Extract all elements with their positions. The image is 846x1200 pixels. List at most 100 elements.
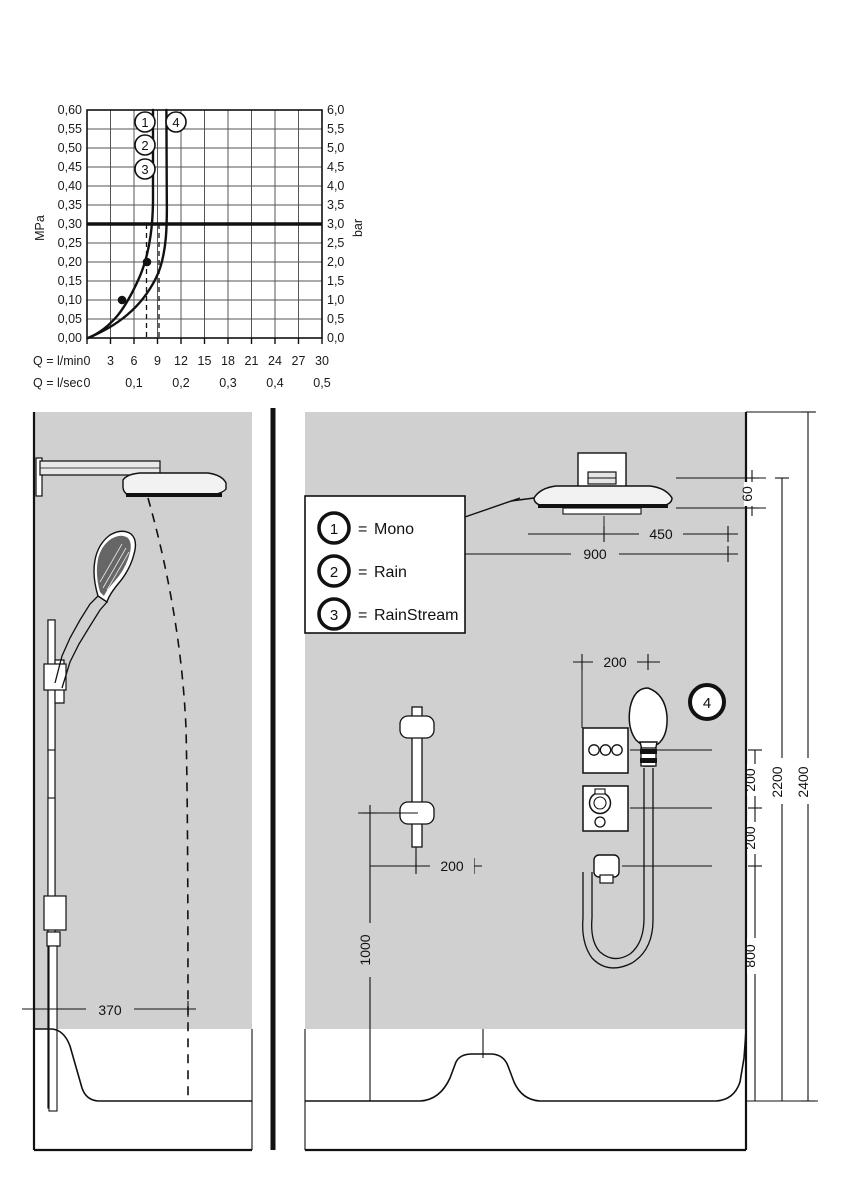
left-wall-bracket xyxy=(35,457,43,497)
right-front-elevation: 60 450 900 xyxy=(304,411,818,1152)
dim-2400: 2400 xyxy=(795,411,818,1102)
shower-head-body-front xyxy=(533,485,673,507)
hand-shower-side xyxy=(54,530,137,689)
spray-path-dashed xyxy=(147,497,189,1099)
curve-handshower xyxy=(86,108,169,340)
dim-2200-bg xyxy=(774,758,792,804)
callout-2-label: 2 xyxy=(141,138,148,153)
y-left-tick: 0,00 xyxy=(58,331,82,345)
callout-4-ring xyxy=(688,683,726,721)
dim-200-slidebar-text: 200 xyxy=(440,858,464,874)
x-axis-row2-title: Q = l/sec xyxy=(33,376,83,390)
dim-450-text: 450 xyxy=(649,526,673,542)
x-tick-lsec: 0,4 xyxy=(266,376,283,390)
legend-3-ring xyxy=(317,597,351,631)
x-tick-lmin: 18 xyxy=(221,354,235,368)
shower-head-spray-face xyxy=(562,507,642,515)
dim-800-bg xyxy=(747,938,764,974)
flow-pressure-chart: 1 2 3 4 0,60 0,55 0,50 0,45 0,40 0,35 0,… xyxy=(0,0,420,400)
hand-shower-handle-right xyxy=(61,601,108,689)
legend-1-number: 1 xyxy=(330,521,338,538)
bathtub-profile-side xyxy=(34,1028,252,1102)
dim-900-text-bg xyxy=(571,544,619,564)
callout-1-label: 1 xyxy=(141,115,148,130)
slide-bar-lower-bracket xyxy=(43,895,67,931)
shower-hose-front-left xyxy=(591,768,645,960)
chart-callouts: 1 2 3 4 xyxy=(134,111,187,180)
y-left-tick: 0,55 xyxy=(58,122,82,136)
overhead-shower-head-side xyxy=(122,472,227,496)
diverter-button-2[interactable] xyxy=(599,744,612,756)
x-tick-lmin: 24 xyxy=(268,354,282,368)
callout-3-circle xyxy=(134,158,156,180)
x-tick-lsec: 0,1 xyxy=(125,376,142,390)
x-tick-lsec: 0,2 xyxy=(172,376,189,390)
y-left-tick: 0,45 xyxy=(58,160,82,174)
slide-bar-top-mount xyxy=(399,715,435,739)
left-wall-fill xyxy=(34,412,252,1029)
legend-box: 1 = Mono 2 = Rain 3 = RainStream xyxy=(304,495,521,634)
y-left-tick: 0,60 xyxy=(58,103,82,117)
x-tick-lsec: 0,3 xyxy=(219,376,236,390)
dim-60-text: 60 xyxy=(739,486,755,502)
dim-450: 450 xyxy=(528,516,738,544)
callout-4-label: 4 xyxy=(172,115,179,130)
dim-1000-text-bg xyxy=(362,923,380,977)
dim-1000: 1000 xyxy=(357,805,418,1101)
legend-2-number: 2 xyxy=(330,564,338,581)
dim-200-upper-text: 200 xyxy=(742,768,758,792)
data-marker xyxy=(117,295,127,305)
dim-200-slidebar: 200 xyxy=(370,856,482,876)
dim-800-text: 800 xyxy=(742,944,758,968)
y-left-tick: 0,50 xyxy=(58,141,82,155)
hand-shower-grip-band1 xyxy=(640,749,657,754)
installation-drawings: 370 xyxy=(0,398,846,1200)
dim-200u-bg xyxy=(747,764,764,796)
chart-svg: 1 2 3 4 0,60 0,55 0,50 0,45 0,40 0,35 0,… xyxy=(33,103,365,390)
callout-3-label: 3 xyxy=(141,162,148,177)
dim-450-text-bg xyxy=(639,524,683,544)
legend-2-ring xyxy=(317,554,351,588)
dim-2200-text: 2200 xyxy=(769,766,785,797)
wall-outlet-plate xyxy=(593,854,620,878)
legend-3-label: RainStream xyxy=(374,607,458,624)
dim-370-text-bg xyxy=(86,999,134,1019)
x-tick-lmin: 30 xyxy=(315,354,329,368)
dim-200-slidebar-bg xyxy=(430,856,474,876)
y-axis-left-title: MPa xyxy=(33,215,47,241)
callout-1-circle xyxy=(134,111,156,133)
x-tick-lmin: 3 xyxy=(107,354,114,368)
dim-1000-text: 1000 xyxy=(357,934,373,965)
dim-200-hs-bg xyxy=(593,652,637,672)
legend-2-equals: = xyxy=(358,564,367,581)
x-tick-lmin: 6 xyxy=(131,354,138,368)
dim-60: 60 xyxy=(676,470,766,516)
y-right-tick: 3,0 xyxy=(327,217,344,231)
thermostat-secondary-control[interactable] xyxy=(594,816,606,828)
diverter-button-3[interactable] xyxy=(611,744,623,756)
left-side-elevation: 370 xyxy=(22,412,253,1152)
legend-1-equals: = xyxy=(358,521,367,538)
shower-head-nozzle-strip xyxy=(126,493,222,497)
dim-2400-bg xyxy=(800,758,818,804)
thermostat-dial-inner xyxy=(593,796,607,810)
y-right-tick: 1,0 xyxy=(327,293,344,307)
dim-60-text-bg xyxy=(744,482,761,506)
y-right-tick: 0,5 xyxy=(327,312,344,326)
dim-200-lower-text: 200 xyxy=(742,826,758,850)
dim-900: 900 xyxy=(456,544,738,564)
y-axis-right-title: bar xyxy=(351,219,365,237)
x-axis-row1-ticks: 0 3 6 9 12 15 18 21 24 27 30 xyxy=(84,354,329,368)
y-left-tick: 0,05 xyxy=(58,312,82,326)
hand-shower-face-shading xyxy=(96,535,131,596)
shower-head-nozzles-front xyxy=(538,504,668,508)
callout-4-circle xyxy=(165,111,187,133)
y-left-tick: 0,20 xyxy=(58,255,82,269)
x-axis-tickmarks xyxy=(86,338,323,344)
drawing-svg: 370 xyxy=(22,408,818,1152)
thermostat-dial-indicator xyxy=(594,788,606,795)
wall-outlet xyxy=(593,854,620,884)
diverter-button-1[interactable] xyxy=(588,744,600,756)
y-right-tick: 1,5 xyxy=(327,274,344,288)
